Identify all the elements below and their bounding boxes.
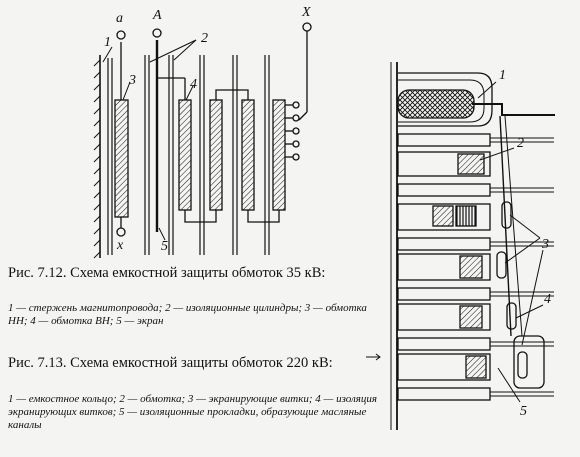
label-5: 5	[161, 239, 168, 254]
fig13-leaders	[477, 81, 544, 403]
label-1: 1	[499, 68, 506, 83]
label-a: a	[116, 11, 123, 26]
figure-7-13-diagram	[366, 62, 555, 430]
screen	[152, 28, 186, 232]
capacitive-ring	[397, 72, 493, 127]
core-boundary	[390, 62, 398, 430]
label-X: X	[301, 5, 311, 20]
lv-winding	[114, 30, 129, 237]
figure-7-12-labels: a A X x 1 2 3 4 5	[104, 5, 311, 254]
fig12-legend: 1 — стержень магнитопровода; 2 — изоляци…	[8, 302, 367, 327]
label-3: 3	[128, 73, 136, 88]
label-1: 1	[104, 35, 111, 50]
label-A: A	[152, 8, 162, 23]
label-2: 2	[201, 31, 208, 46]
lead-wire	[472, 103, 555, 337]
label-4: 4	[190, 77, 197, 92]
label-2: 2	[517, 136, 524, 151]
fig13-legend: 1 — емкостное кольцо; 2 — обмотка; 3 — э…	[8, 393, 377, 431]
fig12-leaders	[102, 39, 197, 241]
winding-discs	[397, 133, 491, 401]
hv-winding	[178, 22, 312, 223]
label-3: 3	[541, 237, 549, 252]
arrow-mark	[366, 353, 381, 361]
shielding-turns	[496, 201, 545, 389]
figure-7-13-labels: 1 2 3 4 5	[499, 68, 551, 419]
figure-7-12-diagram	[93, 22, 312, 259]
fig12-caption: Рис. 7.12. Схема емкостной защиты обмото…	[8, 265, 326, 281]
label-4: 4	[544, 292, 551, 307]
label-x: x	[116, 238, 124, 253]
label-5: 5	[520, 404, 527, 419]
core-rod	[93, 55, 101, 259]
fig13-caption: Рис. 7.13. Схема емкостной защиты обмото…	[8, 355, 333, 371]
